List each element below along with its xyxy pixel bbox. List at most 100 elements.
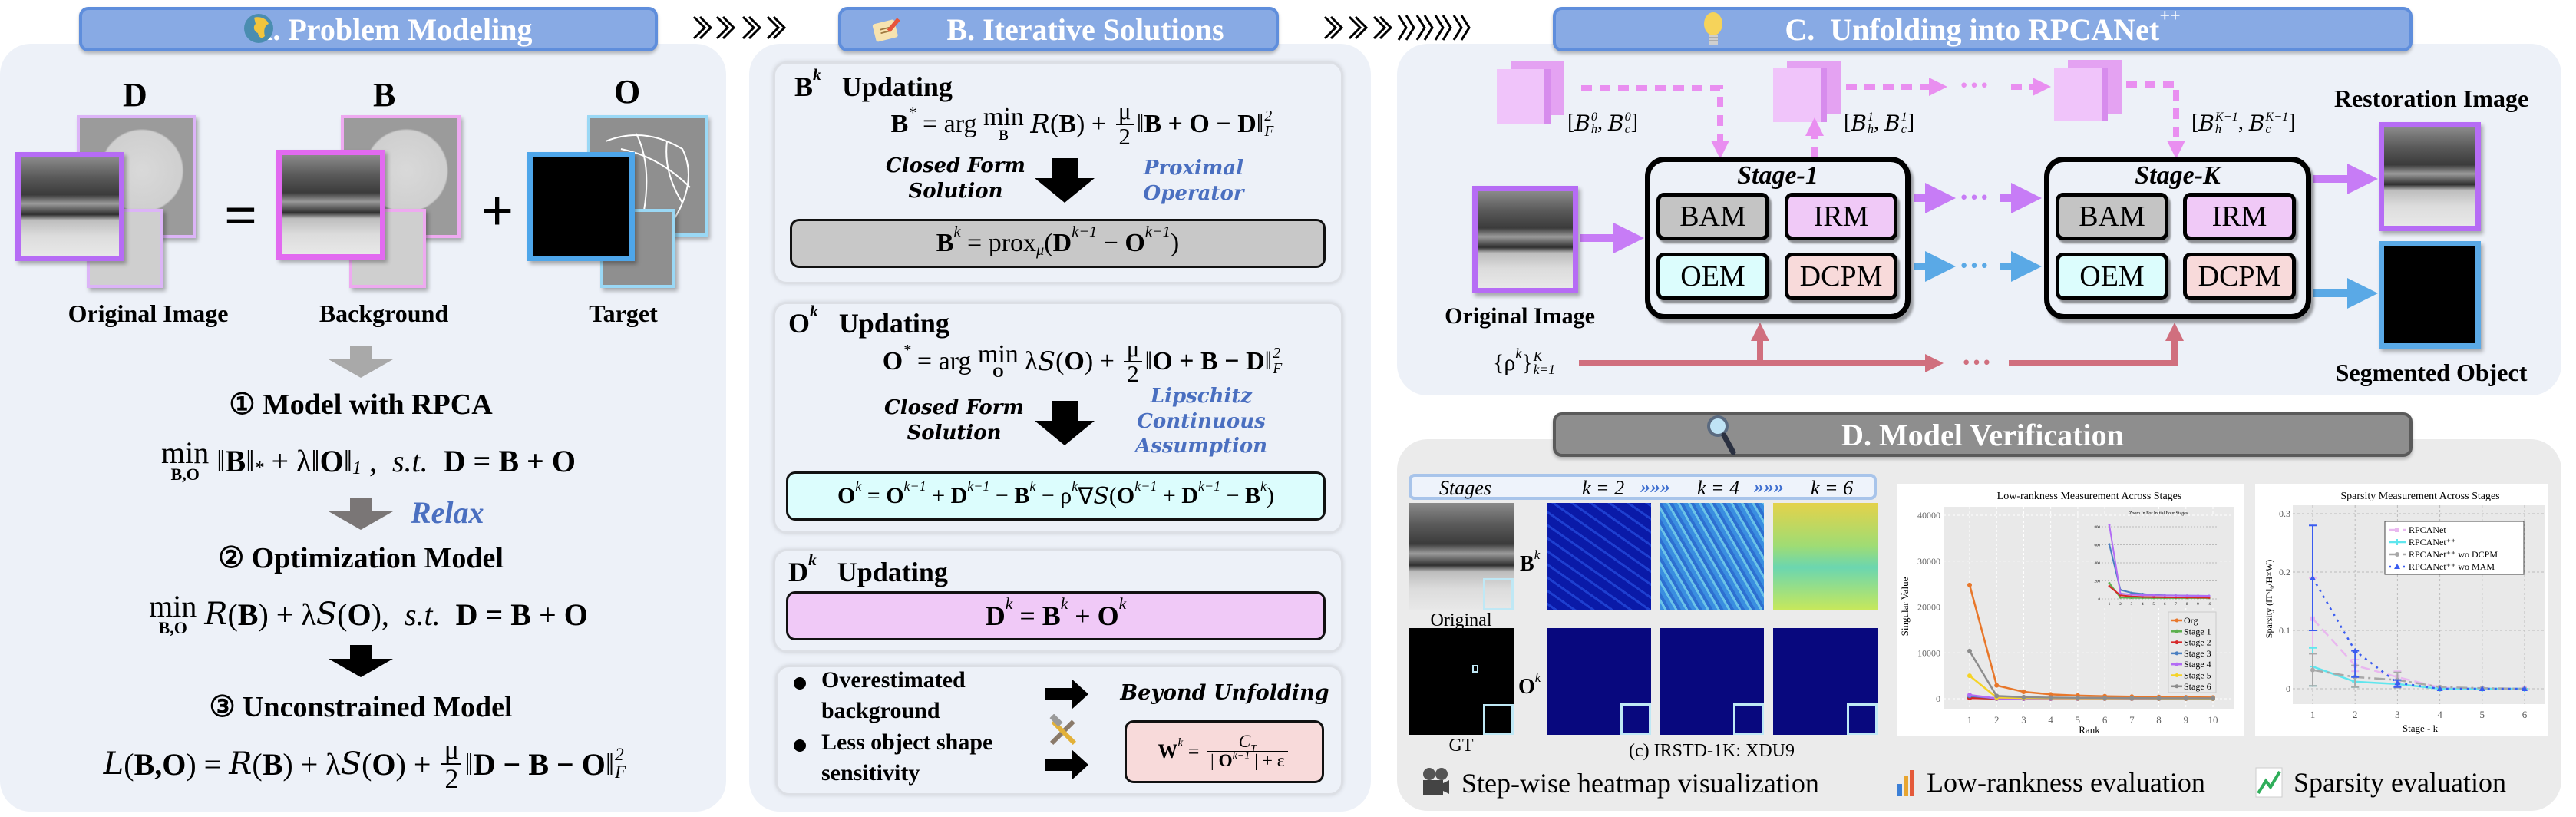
legend-label: RPCANet⁺⁺ — [2409, 537, 2455, 547]
data-point — [1967, 693, 1972, 698]
x-tick-label: 9 — [2184, 714, 2189, 726]
data-point — [1967, 582, 1972, 587]
formula-token: S — [1093, 482, 1109, 510]
formula-token: S — [340, 746, 362, 782]
bar-chart-icon — [1897, 770, 1914, 796]
legend-box — [2384, 521, 2525, 575]
module-bam-k: BAM — [2056, 193, 2168, 240]
formula-token: , — [1597, 111, 1609, 134]
formula-token: k — [1534, 670, 1541, 686]
data-point — [2129, 696, 2135, 701]
arrow-down-black-icon — [1035, 158, 1095, 203]
data-point — [2175, 651, 2179, 656]
formula-token: B — [225, 443, 246, 478]
formula-token: ∇ — [1078, 483, 1094, 509]
series-line — [2312, 669, 2525, 690]
data-point — [2156, 696, 2162, 701]
formula-token: min — [149, 589, 197, 624]
data-point — [1994, 683, 2000, 688]
series-line — [1968, 584, 2214, 699]
caption-sparsity-text: Sparsity evaluation — [2294, 767, 2506, 798]
formula-token: B — [1884, 110, 1901, 136]
bullet-dot — [794, 677, 806, 690]
formula-token: 1 — [1867, 109, 1874, 124]
original-image — [1409, 503, 1514, 610]
formula-token: k — [1534, 547, 1541, 563]
formula-token: | — [1210, 751, 1219, 771]
step3-title: ③ Unconstrained Model — [209, 691, 513, 723]
formula-token: , — [2237, 111, 2249, 134]
infrared-image-B — [276, 150, 385, 260]
formula-token: D — [1181, 483, 1198, 508]
formula-token: ‖ — [1136, 110, 1144, 138]
arrow-down-black-icon — [329, 645, 393, 677]
target-image-O — [527, 152, 635, 261]
formula-token: B — [1574, 110, 1590, 136]
inset-plot-area — [2099, 516, 2218, 607]
formula-token: k — [810, 302, 818, 321]
formula-token: min — [983, 103, 1024, 132]
original-image-label: Original Image — [1445, 303, 1595, 329]
formula-token: * — [254, 458, 264, 479]
formula-token: ( — [227, 597, 238, 632]
formula-token: D = B + O — [443, 443, 576, 478]
formula-token: + — [1068, 600, 1098, 631]
bullet-overestimated: Overestimated background — [821, 667, 966, 723]
formula-token: B — [936, 229, 954, 257]
formula-token: ‖ — [209, 443, 226, 478]
formula-token: [ — [1844, 111, 1851, 134]
x-tick-label: 3 — [2021, 714, 2026, 726]
formula-token: Updating — [817, 308, 949, 339]
formula-token: O — [319, 443, 344, 478]
arrow-down-dark-icon — [329, 498, 393, 530]
formula-token: ), — [371, 597, 405, 632]
formula-token: ‖ — [605, 746, 615, 782]
caption-target: Target — [589, 299, 658, 327]
formula-fraction: CT| Ok−1 | + ε — [1207, 733, 1288, 771]
equals-sign: = — [224, 184, 258, 248]
header-problem-modeling: A. Problem Modeling — [79, 7, 658, 51]
header-iterative-solutions: B. Iterative Solutions — [838, 7, 1279, 51]
formula-token: [ — [1567, 111, 1575, 134]
formula-token: k−1 — [1072, 223, 1098, 241]
vessel-tree-icon — [605, 133, 691, 219]
x-axis-label: Rank — [2079, 724, 2100, 736]
stage-k-label: Stage-K — [2135, 161, 2221, 190]
data-point — [2048, 695, 2053, 700]
formula-token: B — [1014, 483, 1030, 508]
formula-token: μ — [1118, 98, 1131, 125]
formula-token: * — [903, 342, 911, 359]
formula-token: 2 — [1124, 361, 1142, 386]
x-tick-label: 2 — [1994, 714, 2000, 726]
formula-token: D — [1052, 229, 1072, 257]
heatmap-o-k4 — [1660, 628, 1764, 735]
formula-token: B,O — [134, 746, 187, 782]
formula-token: R — [1030, 109, 1050, 140]
formula-token: B — [262, 746, 283, 782]
chevrons-icon: »»» — [1640, 475, 1670, 498]
line-chart-icon — [2255, 767, 2283, 798]
formula-token: B + O − D — [1144, 110, 1257, 138]
formula-token: C — [1238, 731, 1251, 752]
formula-token: k−1 — [1144, 223, 1171, 241]
series-line — [2311, 577, 2525, 690]
original-label: Original — [1430, 610, 1492, 630]
legend-label: RPCANet⁺⁺ wo MAM — [2409, 561, 2495, 572]
data-point — [2021, 694, 2026, 700]
input-infrared-image — [1472, 186, 1578, 293]
